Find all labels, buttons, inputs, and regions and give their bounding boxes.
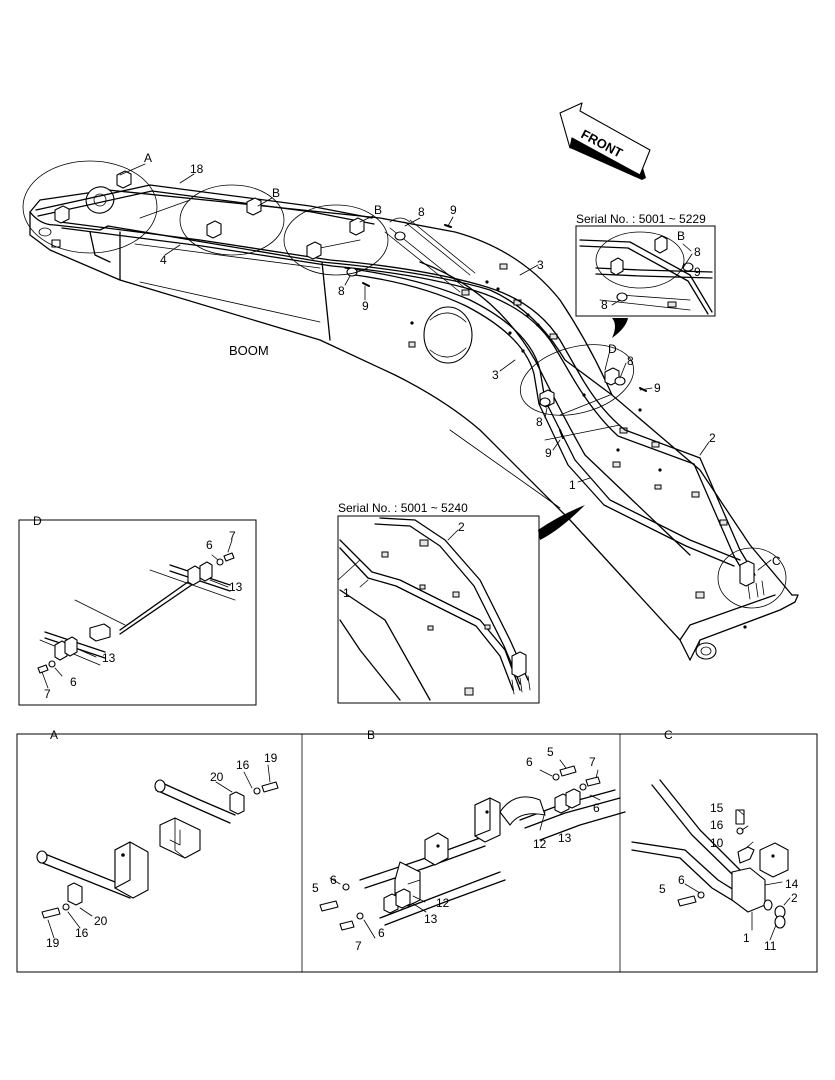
- callout-4: 4: [160, 253, 167, 267]
- callout-20-a-top: 20: [210, 770, 224, 784]
- detail-d: [18, 519, 257, 706]
- callout-1-main: 1: [569, 478, 576, 492]
- detail-circle-c: [717, 547, 787, 609]
- callout-2-c: 2: [791, 891, 798, 905]
- callout-7-b-bottom: 7: [355, 939, 362, 953]
- boom-pipes: [35, 184, 756, 581]
- callout-5-b-top: 5: [547, 745, 554, 759]
- callout-20-a-bottom: 20: [94, 914, 108, 928]
- letter-c-main: C: [772, 554, 781, 568]
- callout-6-b-bottom: 6: [378, 926, 385, 940]
- boom-label: BOOM: [229, 343, 269, 358]
- callout-16-c: 16: [710, 818, 724, 832]
- callout-13-d-top: 13: [229, 580, 243, 594]
- labels: BOOM FRONT Serial No. : 5001 ~ 5229 Seri…: [33, 126, 799, 953]
- callout-3-b: 3: [492, 368, 499, 382]
- bottom-detail-frame: [16, 733, 818, 973]
- callout-19-a-top: 19: [264, 751, 278, 765]
- letter-a-main: A: [144, 151, 152, 165]
- callout-8-c: 8: [627, 354, 634, 368]
- callout-2-main: 2: [709, 431, 716, 445]
- detail-circle-b2: [283, 204, 389, 276]
- callout-9-inset: 9: [694, 265, 701, 279]
- callout-13-b-top: 13: [558, 831, 572, 845]
- callout-16-a-bottom: 16: [75, 926, 89, 940]
- callout-6-d-bottom: 6: [70, 675, 77, 689]
- serial-label-5240: Serial No. : 5001 ~ 5240: [338, 501, 468, 515]
- letter-d-panel: D: [33, 514, 42, 528]
- callout-3-a: 3: [537, 258, 544, 272]
- detail-circle-b1: [179, 184, 285, 256]
- callout-13-d-bottom: 13: [102, 651, 116, 665]
- letter-b-inset: B: [677, 229, 685, 243]
- callout-8-inset-b: 8: [601, 298, 608, 312]
- callout-15-c: 15: [710, 801, 724, 815]
- detail-c: [631, 779, 791, 941]
- callout-1-inset: 1: [343, 586, 350, 600]
- detail-a: [36, 764, 279, 939]
- callout-9-a: 9: [450, 203, 457, 217]
- callout-6-d-top: 6: [206, 538, 213, 552]
- callout-1-c: 1: [743, 931, 750, 945]
- callout-10-c: 10: [710, 836, 724, 850]
- callout-12-b-bottom: 12: [436, 896, 450, 910]
- detail-circles: [22, 160, 787, 609]
- letter-c-panel: C: [664, 728, 673, 742]
- callout-7-d-top: 7: [229, 529, 236, 543]
- letter-b-panel: B: [367, 728, 375, 742]
- callout-6-b-top: 6: [526, 755, 533, 769]
- callout-6-c: 6: [678, 873, 685, 887]
- main-leaders: [119, 163, 772, 571]
- callout-8-d: 8: [536, 415, 543, 429]
- callout-8-inset-a: 8: [694, 245, 701, 259]
- callout-9-d: 9: [545, 446, 552, 460]
- inset-serial-5229: [575, 225, 716, 338]
- callout-5-b-bottom: 5: [312, 881, 319, 895]
- letter-d-main: D: [608, 342, 617, 356]
- callout-14-c: 14: [785, 877, 799, 891]
- detail-b: [319, 759, 626, 939]
- callout-6-b-left: 6: [330, 873, 337, 887]
- detail-circle-a: [22, 160, 158, 254]
- letter-b-main-1: B: [272, 186, 280, 200]
- callout-8-a: 8: [418, 205, 425, 219]
- letter-b-main-2: B: [374, 203, 382, 217]
- callout-7-b-top: 7: [589, 755, 596, 769]
- inset-serial-5240: [337, 505, 585, 704]
- callout-12-b-top: 12: [533, 837, 547, 851]
- callout-6-b-right: 6: [593, 801, 600, 815]
- front-arrow: [559, 102, 651, 180]
- callout-13-b-bottom: 13: [424, 912, 438, 926]
- callout-18: 18: [190, 162, 204, 176]
- callout-5-c: 5: [659, 882, 666, 896]
- callout-9-b: 9: [362, 299, 369, 313]
- callout-9-c: 9: [654, 381, 661, 395]
- serial-label-5229: Serial No. : 5001 ~ 5229: [576, 212, 706, 226]
- callout-11-c: 11: [764, 939, 777, 953]
- callout-16-a-top: 16: [236, 758, 250, 772]
- callout-7-d-bottom: 7: [44, 687, 51, 701]
- callout-8-b: 8: [338, 284, 345, 298]
- callout-19-a-bottom: 19: [46, 936, 60, 950]
- detail-circle-d: [519, 344, 635, 416]
- letter-a-panel: A: [50, 728, 58, 742]
- boom-assembly: [29, 186, 799, 661]
- callout-2-inset: 2: [458, 520, 465, 534]
